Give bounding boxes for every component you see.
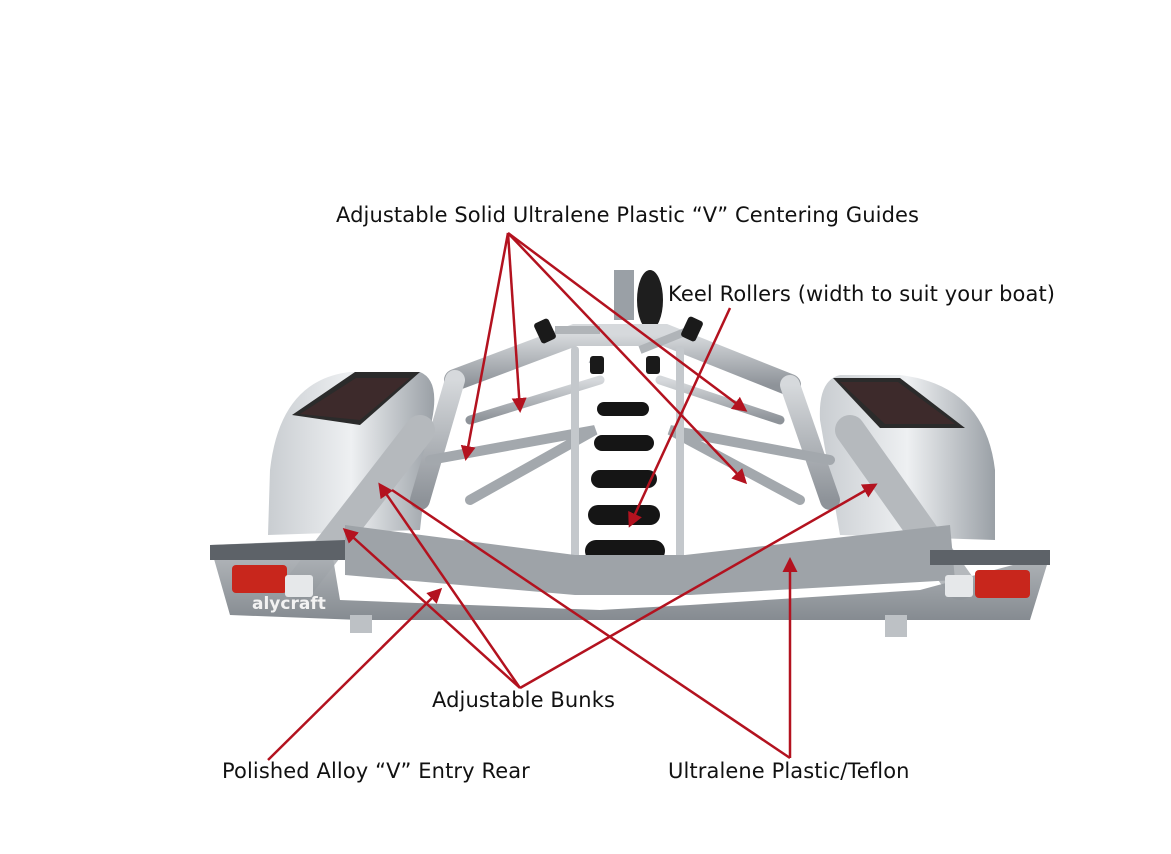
- right-tail-light: [975, 570, 1030, 598]
- callout-v-entry-rear: Polished Alloy “V” Entry Rear: [222, 759, 530, 783]
- callout-lines: [267, 231, 878, 761]
- right-fender: [819, 375, 995, 540]
- tail-lights: [232, 565, 1030, 598]
- guides-line-3: [507, 231, 748, 412]
- left-tail-light: [232, 565, 287, 593]
- jockey-wheel: [614, 270, 663, 330]
- callout-keel-rollers: Keel Rollers (width to suit your boat): [668, 282, 1056, 306]
- rear-v-entry-member: [210, 525, 1050, 620]
- brand-logo: alycraft: [252, 594, 326, 614]
- entry-line-1: [267, 587, 443, 761]
- trailer-illustration: [210, 270, 1050, 637]
- callout-ultralene-teflon: Ultralene Plastic/Teflon: [668, 759, 910, 783]
- teflon-line-2: [391, 488, 791, 760]
- centering-guide-arms: [534, 316, 703, 374]
- keel-line: [628, 307, 732, 528]
- guides-line-2: [506, 232, 527, 413]
- entry-line-2: [342, 527, 521, 689]
- callout-adjustable-bunks: Adjustable Bunks: [432, 688, 616, 712]
- guides-line-4: [507, 232, 748, 485]
- bunks-line-1: [378, 482, 522, 689]
- bunks-line-2: [519, 483, 878, 690]
- callout-centering-guides: Adjustable Solid Ultralene Plastic “V” C…: [336, 203, 920, 227]
- guides-line-1: [460, 232, 510, 461]
